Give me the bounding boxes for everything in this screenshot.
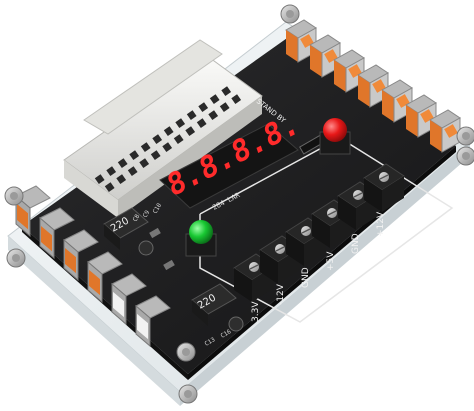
pcb-outline-trace [199, 137, 454, 323]
atx-pin [209, 94, 220, 104]
atx-pin [94, 174, 105, 184]
atx-pin [140, 142, 151, 152]
atx-pin [127, 166, 138, 176]
atx-pin [117, 158, 128, 168]
atx-pin [186, 110, 197, 120]
cap-label-c10: C10 [152, 202, 164, 215]
inductor-bottom: 220 [191, 283, 237, 326]
usb-port-orange[interactable] [39, 207, 75, 260]
atx-pin [208, 110, 219, 120]
usb-port-white[interactable] [135, 295, 171, 348]
atx-pin [198, 102, 209, 112]
usb-port-orange[interactable] [285, 19, 317, 63]
usb-port-orange[interactable] [15, 185, 51, 238]
atx-pin [152, 134, 163, 144]
atx-pin [221, 86, 232, 96]
terminal-label: +5V [326, 251, 336, 271]
usb-ports-top-row [285, 19, 461, 153]
usb-ports-left-row [15, 185, 171, 348]
atx-pin [106, 166, 117, 176]
atx-pin [175, 118, 186, 128]
red-push-button[interactable] [319, 118, 351, 155]
atx-pin [104, 182, 115, 192]
atx-pin [116, 174, 127, 184]
atx-pin [185, 126, 196, 136]
terminal-labels: 3.3V -12V GND +5V GND +12V [251, 211, 386, 322]
atx-pin [163, 126, 174, 136]
atx-pin [231, 94, 242, 104]
atx-pin [139, 158, 150, 168]
terminal-label: GND [351, 233, 361, 254]
cap-label-c13: C13 [204, 336, 217, 348]
terminal-label: -12V [276, 283, 286, 305]
cap-label-c8: C8 [132, 213, 142, 223]
green-push-button[interactable] [185, 220, 217, 257]
terminal-label: 3.3V [251, 301, 261, 322]
terminal-label: +12V [376, 211, 386, 237]
usb-port-white[interactable] [111, 273, 147, 326]
usb-port-orange[interactable] [429, 109, 461, 153]
atx-pin [150, 150, 161, 160]
screw-terminal [363, 163, 405, 212]
atx-pin [129, 150, 140, 160]
usb-port-orange[interactable] [87, 251, 123, 304]
atx-pin [219, 102, 230, 112]
standoff-screws [4, 4, 474, 404]
terminal-label: GND [301, 267, 311, 288]
atx-pin [162, 142, 173, 152]
atx-24pin-connector [63, 39, 263, 218]
atx-pin [196, 118, 207, 128]
inductor-left: 220 [103, 207, 149, 250]
cap-label-c16: C16 [220, 328, 233, 340]
atx-connector-pins [94, 86, 242, 192]
screw-terminal-block [233, 163, 405, 302]
cap-label-c9: C9 [142, 209, 152, 219]
usb-port-orange[interactable] [63, 229, 99, 282]
atx-pin [173, 134, 184, 144]
